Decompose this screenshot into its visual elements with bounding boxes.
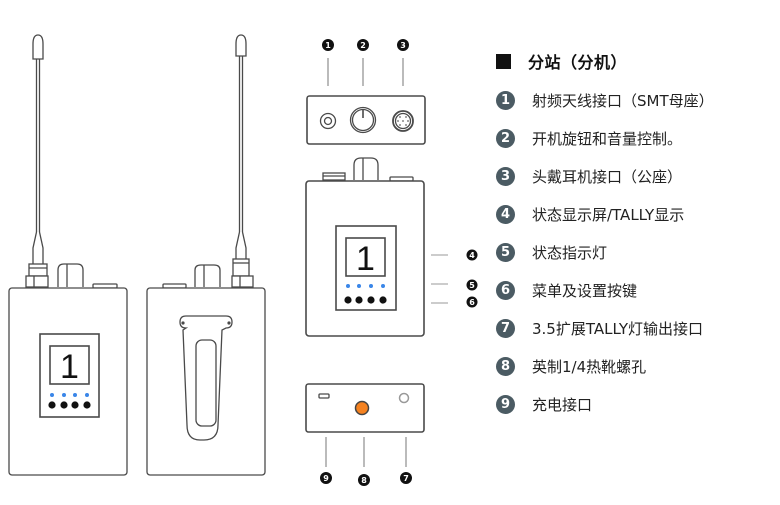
back-view	[146, 34, 266, 476]
callout-9: 9	[320, 472, 332, 484]
screen-front	[49, 345, 90, 385]
top-panel	[306, 95, 426, 145]
legend-item: 4 状态显示屏/TALLY显示	[496, 202, 684, 226]
front-view: 1	[8, 34, 128, 476]
svg-text:5: 5	[469, 281, 475, 290]
display-number-detail: 1	[356, 240, 375, 278]
svg-text:8: 8	[361, 476, 367, 485]
legend-item: 9 充电接口	[496, 392, 592, 416]
callout-lines-bottom	[325, 437, 407, 467]
number-badge-icon: 5	[496, 242, 515, 262]
callout-7: 7	[400, 472, 412, 484]
legend-item-label: 状态显示屏/TALLY显示	[532, 205, 685, 224]
number-badge-icon: 9	[496, 394, 515, 414]
legend-item-label: 3.5扩展TALLY灯输出接口	[532, 319, 703, 338]
svg-text:1: 1	[325, 41, 331, 50]
knob-back	[194, 264, 221, 287]
number-badge-icon: 8	[496, 356, 515, 376]
svg-text:6: 6	[469, 298, 475, 307]
callout-1: 1	[322, 39, 334, 51]
callout-5: 5	[466, 279, 478, 291]
legend-item: 7 3.5扩展TALLY灯输出接口	[496, 316, 703, 340]
number-badge-icon: 6	[496, 280, 515, 300]
legend-item-label: 射频天线接口（SMT母座）	[532, 91, 714, 110]
legend-item: 6 菜单及设置按键	[496, 278, 637, 302]
number-badge-icon: 2	[496, 128, 515, 148]
legend-item-label: 菜单及设置按键	[532, 281, 638, 300]
antenna-socket	[319, 112, 337, 130]
legend-item: 8 英制1/4热靴螺孔	[496, 354, 646, 378]
legend-item: 2 开机旋钮和音量控制。	[496, 126, 682, 150]
callout-3: 3	[397, 39, 409, 51]
svg-text:4: 4	[469, 251, 475, 260]
status-leds-detail	[346, 284, 385, 288]
charging-port	[318, 393, 330, 399]
legend-item: 3 头戴耳机接口（公座）	[496, 164, 682, 188]
legend-item-label: 状态指示灯	[532, 243, 608, 262]
legend-item: 5 状态指示灯	[496, 240, 607, 264]
knob-detail	[353, 157, 379, 180]
number-badge-icon: 4	[496, 204, 515, 224]
callout-lines-top	[327, 58, 404, 86]
legend-title-text: 分站（分机）	[528, 53, 628, 72]
legend-item-label: 头戴耳机接口（公座）	[532, 167, 683, 186]
number-badge-icon: 7	[496, 318, 515, 338]
svg-text:9: 9	[323, 474, 329, 483]
screw-hole	[354, 400, 370, 416]
legend-item-label: 英制1/4热靴螺孔	[532, 357, 647, 376]
status-leds-front	[50, 393, 89, 397]
display-number-front: 1	[60, 348, 79, 386]
menu-buttons-front	[48, 401, 91, 409]
antenna-front	[25, 34, 49, 288]
antenna-back	[231, 34, 254, 288]
device-diagram: 1	[8, 34, 478, 486]
number-badge-icon: 1	[496, 90, 515, 110]
legend-item: 1 射频天线接口（SMT母座）	[496, 88, 714, 112]
menu-buttons-detail	[344, 296, 387, 304]
tally-output-port	[398, 392, 410, 404]
callout-badges: 1 2 3 4 5 6 7 8 9	[320, 39, 478, 486]
belt-clip	[179, 315, 233, 441]
number-badge-icon: 3	[496, 166, 515, 186]
square-bullet-icon	[496, 53, 511, 69]
power-volume-knob	[349, 106, 377, 134]
svg-text:3: 3	[400, 41, 406, 50]
legend-item-label: 充电接口	[532, 395, 593, 414]
callout-2: 2	[357, 39, 369, 51]
knob-front	[57, 263, 84, 287]
legend-item-label: 开机旋钮和音量控制。	[532, 129, 683, 148]
callout-4: 4	[466, 249, 478, 261]
callout-8: 8	[358, 474, 370, 486]
callout-6: 6	[466, 296, 478, 308]
legend-title: 分站（分机）	[496, 49, 627, 73]
screen-detail	[345, 237, 386, 277]
callout-lines-side	[431, 254, 448, 304]
headphone-socket	[392, 110, 414, 132]
detail-view: 1	[305, 58, 448, 467]
svg-text:7: 7	[403, 474, 409, 483]
svg-text:2: 2	[360, 41, 366, 50]
